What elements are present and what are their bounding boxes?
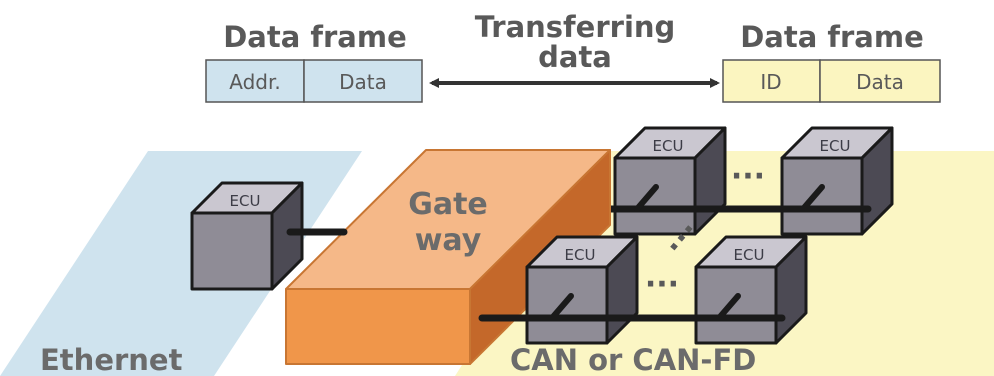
gateway-label-line2: way	[415, 223, 482, 258]
can-stub-back-2	[800, 184, 825, 212]
can-stub-front-1	[549, 293, 574, 321]
ecu-label: ECU	[734, 246, 765, 264]
transfer-label-line1: Transferring	[475, 10, 676, 44]
left-frame-data-cell	[303, 59, 423, 103]
right-frame-data-label: Data	[856, 70, 904, 94]
can-stub-back-1	[634, 184, 659, 212]
ellipsis-back-row: ···	[731, 159, 765, 194]
right-frame-id-label: ID	[760, 70, 781, 94]
ecu-can-back-1: ECU	[613, 126, 727, 236]
gateway-label-line1: Gate	[408, 187, 488, 222]
ellipsis-front-row: ···	[645, 267, 679, 302]
ecu-can-back-2: ECU	[780, 126, 894, 236]
can-stub-front-2	[716, 293, 741, 321]
can-label: CAN or CAN-FD	[510, 343, 756, 376]
ecu-can-front-1: ECU	[525, 235, 639, 345]
transfer-label-line2: data	[538, 40, 612, 74]
ethernet-label: Ethernet	[40, 343, 183, 376]
right-frame-title: Data frame	[740, 20, 924, 54]
right-frame-data-cell	[819, 59, 941, 103]
ecu-label: ECU	[565, 246, 596, 264]
ecu-label: ECU	[820, 137, 851, 155]
ecu-label: ECU	[230, 192, 261, 210]
ecu-ethernet: ECU	[190, 181, 304, 291]
left-frame-data-label: Data	[339, 70, 387, 94]
left-frame-title: Data frame	[223, 20, 407, 54]
ecu-label: ECU	[653, 137, 684, 155]
ecu-can-front-2: ECU	[694, 235, 808, 345]
right-frame-id-cell	[722, 59, 821, 103]
left-frame-addr-label: Addr.	[229, 70, 280, 94]
